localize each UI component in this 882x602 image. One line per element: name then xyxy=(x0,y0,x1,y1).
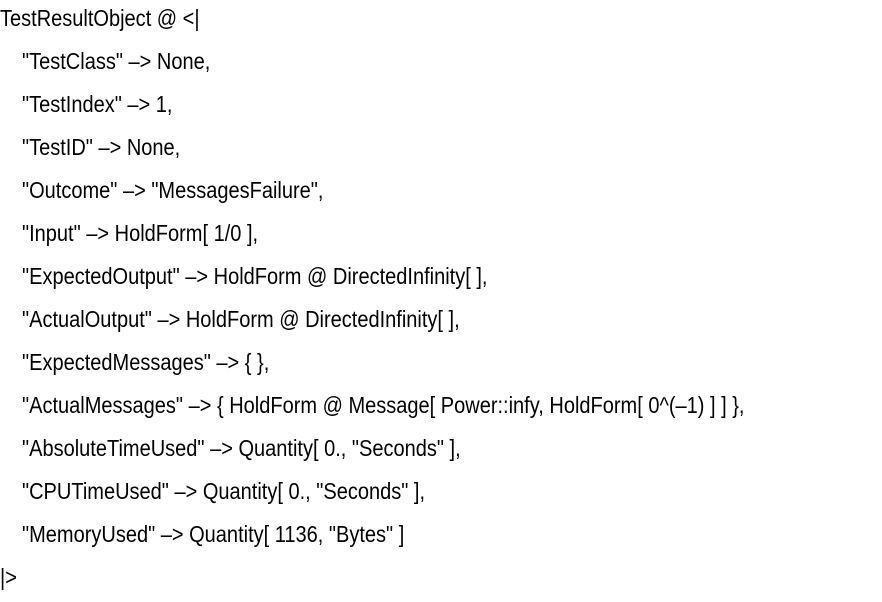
code-line-testid: "TestID" –> None, xyxy=(22,134,181,160)
code-line-outcome: "Outcome" –> "MessagesFailure", xyxy=(22,177,324,203)
code-line-actual-messages: "ActualMessages" –> { HoldForm @ Message… xyxy=(22,392,745,418)
code-line-memory-used: "MemoryUsed" –> Quantity[ 1136, "Bytes" … xyxy=(22,521,405,547)
code-line-header: TestResultObject @ <| xyxy=(0,5,200,31)
code-line-input: "Input" –> HoldForm[ 1/0 ], xyxy=(22,220,259,246)
code-line-closer: |> xyxy=(0,564,17,590)
code-line-cpu-time: "CPUTimeUsed" –> Quantity[ 0., "Seconds"… xyxy=(22,478,426,504)
code-line-expected-output: "ExpectedOutput" –> HoldForm @ DirectedI… xyxy=(22,263,488,289)
code-line-actual-output: "ActualOutput" –> HoldForm @ DirectedInf… xyxy=(22,306,460,332)
code-line-expected-messages: "ExpectedMessages" –> { }, xyxy=(22,349,270,375)
code-line-testindex: "TestIndex" –> 1, xyxy=(22,91,173,117)
code-line-absolute-time: "AbsoluteTimeUsed" –> Quantity[ 0., "Sec… xyxy=(22,435,461,461)
code-line-testclass: "TestClass" –> None, xyxy=(22,48,211,74)
